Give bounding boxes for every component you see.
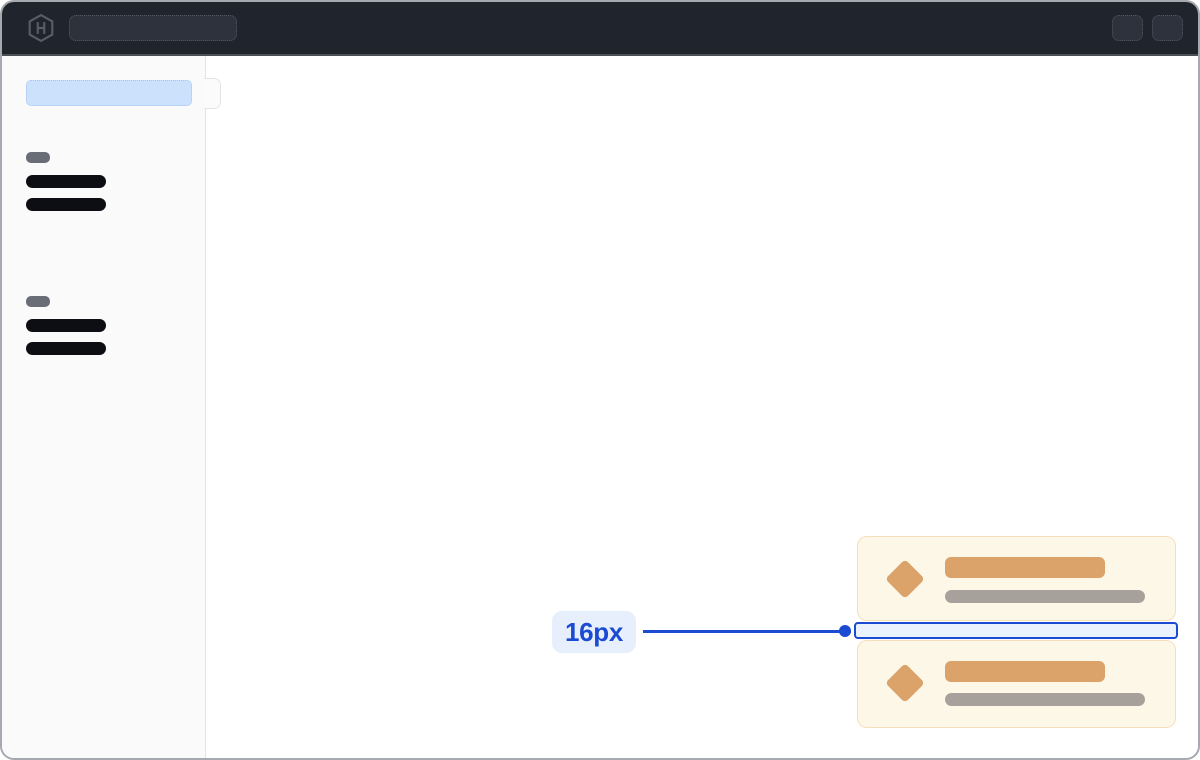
list-item-card[interactable] [857, 536, 1176, 621]
list-item-card[interactable] [857, 640, 1176, 728]
measurement-dot-icon [839, 625, 851, 637]
topbar-action-skeleton[interactable] [1112, 15, 1143, 41]
diamond-icon [885, 559, 925, 599]
sidebar [2, 56, 206, 758]
sidebar-selected-item-skeleton[interactable] [26, 80, 192, 106]
sidebar-section-label-skeleton [26, 296, 50, 307]
card-subtitle-skeleton [945, 590, 1145, 603]
card-title-skeleton [945, 557, 1105, 578]
sidebar-section-label-skeleton [26, 152, 50, 163]
hashicorp-logo-icon [28, 14, 54, 42]
topbar-actions [1112, 15, 1183, 41]
measurement-line [643, 630, 851, 633]
diamond-icon [885, 663, 925, 703]
search-input-skeleton[interactable] [69, 15, 237, 41]
topbar-action-skeleton[interactable] [1152, 15, 1183, 41]
sidebar-item-skeleton[interactable] [26, 175, 106, 188]
sidebar-item-skeleton[interactable] [26, 198, 106, 211]
card-title-skeleton [945, 661, 1105, 682]
sidebar-item-skeleton[interactable] [26, 319, 106, 332]
card-subtitle-skeleton [945, 693, 1145, 706]
sidebar-collapse-handle[interactable] [204, 78, 221, 109]
spacing-label: 16px [552, 611, 636, 653]
sidebar-item-skeleton[interactable] [26, 342, 106, 355]
topbar [2, 2, 1198, 56]
spacing-highlight-box [854, 622, 1178, 639]
